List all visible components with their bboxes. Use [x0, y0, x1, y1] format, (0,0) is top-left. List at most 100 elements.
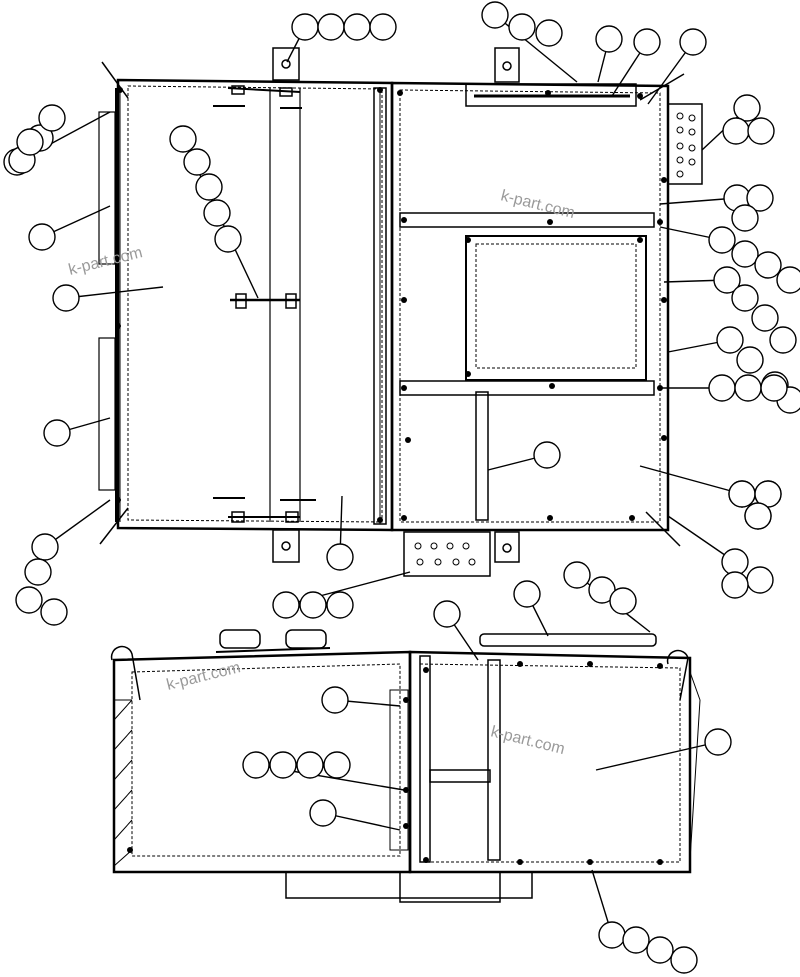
callout-group-g24	[433, 600, 479, 661]
callout-leader-line	[65, 286, 164, 299]
callout-bubble	[746, 184, 774, 212]
callout-bubble	[731, 240, 759, 268]
callout-bubble	[713, 266, 741, 294]
callout-bubble	[721, 571, 749, 599]
callout-bubble	[31, 533, 59, 561]
callout-bubble	[242, 751, 270, 779]
callout-bubble	[736, 346, 764, 374]
callout-bubble	[183, 148, 211, 176]
watermark-3: k-part.com	[165, 659, 242, 694]
callout-bubble	[751, 304, 779, 332]
callout-group-g3	[595, 25, 623, 83]
callout-bubble	[744, 502, 772, 530]
callout-bubble	[291, 13, 319, 41]
bottom-right-section	[399, 633, 701, 903]
callout-bubble	[299, 591, 327, 619]
callout-bubble	[731, 204, 759, 232]
top-right-panel	[115, 47, 703, 577]
callout-group-g5	[647, 28, 707, 105]
callout-group-g18	[15, 499, 111, 626]
callout-bubble	[40, 598, 68, 626]
callout-bubble	[195, 173, 223, 201]
callout-bubble	[508, 13, 536, 41]
callout-bubble	[317, 13, 345, 41]
callout-leader-line	[595, 741, 719, 771]
callout-group-g13	[663, 266, 797, 354]
callout-bubble	[716, 326, 744, 354]
callout-bubble	[321, 686, 349, 714]
callout-group-g16	[43, 417, 111, 447]
callout-bubble	[754, 251, 782, 279]
callout-bubble	[704, 728, 732, 756]
callout-group-g7	[169, 125, 259, 299]
callout-bubble	[24, 558, 52, 586]
callout-bubble	[728, 480, 756, 508]
callout-bubble	[326, 543, 354, 571]
callout-bubble	[722, 117, 750, 145]
callout-bubble	[598, 921, 626, 949]
callout-group-g20	[563, 561, 651, 633]
callout-bubble	[309, 799, 337, 827]
hinge-top	[213, 85, 302, 109]
callout-bubble	[214, 225, 242, 253]
callout-bubble	[776, 266, 800, 294]
callout-bubble	[323, 751, 351, 779]
callout-group-g2	[481, 1, 578, 83]
callout-bubble	[203, 199, 231, 227]
hinge-middle	[230, 293, 300, 309]
callout-group-g4	[611, 28, 661, 97]
callout-group-g23	[272, 571, 411, 619]
top-left-panel	[98, 47, 394, 563]
callout-layer	[3, 1, 800, 974]
callout-bubble	[272, 591, 300, 619]
side-plate-holes	[676, 112, 696, 178]
callout-group-g22	[326, 495, 354, 571]
callout-group-g25	[242, 751, 405, 791]
callout-bubble	[622, 926, 650, 954]
callout-group-g1	[286, 13, 397, 63]
callout-bubble	[708, 226, 736, 254]
callout-bubble	[38, 104, 66, 132]
watermark-1: k-part.com	[67, 244, 144, 279]
callout-bubble	[746, 566, 774, 594]
callout-bubble	[296, 751, 324, 779]
callout-group-g29	[309, 799, 401, 831]
callout-group-g19	[667, 515, 774, 599]
callout-bubble	[609, 587, 637, 615]
callout-bubble	[513, 580, 541, 608]
callout-bubble	[169, 125, 197, 153]
callout-bubble	[533, 441, 561, 469]
callout-bubble	[52, 284, 80, 312]
callout-bubble	[747, 117, 775, 145]
callout-group-g27	[321, 686, 401, 714]
bottom-plate-holes	[414, 542, 476, 566]
callout-group-g11	[659, 184, 774, 232]
callout-bubble	[433, 600, 461, 628]
callout-group-g6	[701, 94, 775, 151]
callout-bubble	[15, 586, 43, 614]
callout-group-g10	[52, 284, 164, 312]
callout-bubble	[481, 1, 509, 29]
callout-group-g31	[595, 728, 732, 771]
callout-bubble	[563, 561, 591, 589]
callout-bubble	[633, 28, 661, 56]
callout-group-g15	[660, 374, 788, 402]
callout-group-g32	[8, 104, 66, 174]
callout-bubble	[28, 223, 56, 251]
callout-bubble	[721, 548, 749, 576]
top-view	[98, 47, 703, 577]
callout-bubble	[734, 374, 762, 402]
callout-bubble	[343, 13, 371, 41]
callout-bubble	[16, 128, 44, 156]
callout-group-g12	[659, 226, 800, 294]
callout-bubble	[731, 284, 759, 312]
bolts	[115, 87, 667, 523]
callout-bubble	[326, 591, 354, 619]
hinge-bottom	[213, 497, 316, 523]
bottom-view	[110, 629, 701, 903]
hatch	[113, 699, 133, 867]
callout-group-g9	[28, 205, 111, 251]
callout-bubble	[769, 326, 797, 354]
callout-bubble	[369, 13, 397, 41]
